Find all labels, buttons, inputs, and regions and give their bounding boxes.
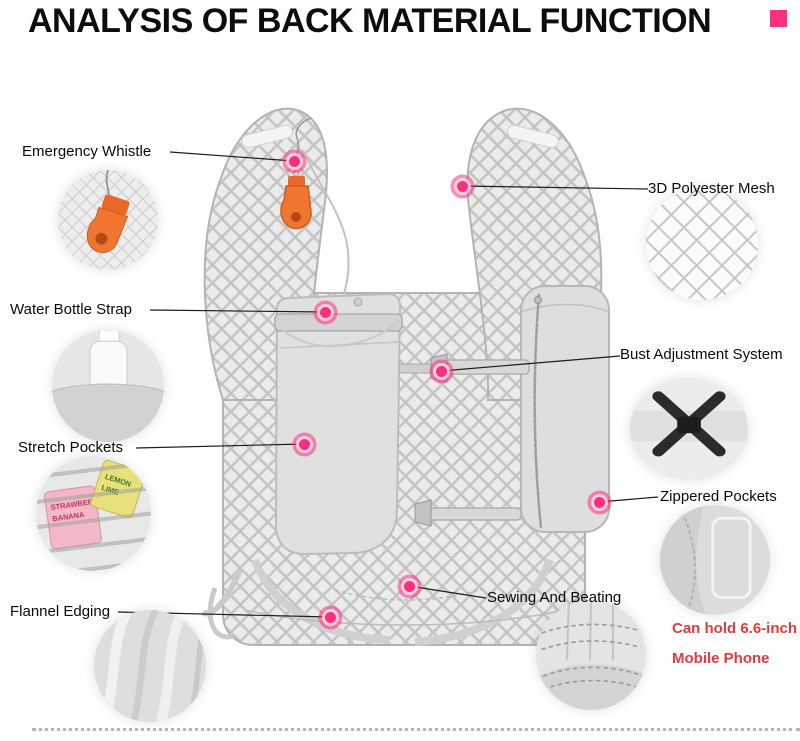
zipper-curve bbox=[680, 511, 697, 611]
bottom-dotted-divider bbox=[32, 728, 800, 731]
label-emergency-whistle: Emergency Whistle bbox=[22, 143, 152, 160]
whistle-icon bbox=[86, 194, 130, 254]
zipper-teeth bbox=[534, 293, 542, 529]
pocket-edge bbox=[52, 383, 164, 442]
accent-square bbox=[770, 10, 787, 27]
sewing-detail-photo bbox=[536, 600, 646, 710]
buckle-detail-photo bbox=[630, 378, 748, 480]
phone-outline-icon bbox=[711, 516, 752, 599]
stretch-pocket bbox=[274, 292, 403, 556]
zipper-pull bbox=[534, 296, 542, 304]
whistle-detail-photo bbox=[58, 170, 158, 270]
feature-dot-zippered-pocket bbox=[593, 496, 605, 508]
stitch-rows bbox=[536, 623, 646, 694]
reflective-strip-right bbox=[506, 124, 559, 149]
bottle-detail-photo bbox=[52, 330, 164, 442]
mesh-texture bbox=[646, 188, 758, 300]
feature-dot-stretch-pocket bbox=[298, 438, 310, 450]
snack-packet-pink: STRAWBERRY BANANA bbox=[43, 485, 104, 550]
mesh-detail-photo bbox=[646, 188, 758, 300]
label-zippered-pockets: Zippered Pockets bbox=[660, 488, 777, 505]
feature-dot-flannel bbox=[324, 611, 336, 623]
mesh-overlay bbox=[36, 460, 151, 571]
feature-dot-mesh bbox=[456, 180, 468, 192]
lower-adjustment-strap bbox=[414, 499, 522, 527]
whistle bbox=[280, 117, 312, 230]
phone-capacity-note-line1: Can hold 6.6-inch bbox=[672, 620, 798, 637]
feature-dot-bottle-strap bbox=[319, 306, 331, 318]
label-bust-adjustment: Bust Adjustment System bbox=[620, 346, 783, 363]
feature-dot-sewing bbox=[403, 580, 415, 592]
water-bottle-strap-band bbox=[274, 313, 403, 332]
reflective-strip-left bbox=[241, 124, 294, 149]
label-water-bottle-strap: Water Bottle Strap bbox=[10, 301, 132, 318]
flannel-detail-photo bbox=[94, 610, 206, 722]
label-sewing-and-beating: Sewing And Beating bbox=[487, 589, 622, 606]
feature-dot-bust-adjustment bbox=[435, 365, 447, 377]
label-flannel-edging: Flannel Edging bbox=[10, 603, 111, 620]
zippered-pocket bbox=[520, 285, 610, 533]
label-stretch-pockets: Stretch Pockets bbox=[18, 439, 124, 456]
label-polyester-mesh: 3D Polyester Mesh bbox=[648, 180, 775, 197]
feature-dot-whistle bbox=[288, 155, 300, 167]
phone-pocket-detail-photo bbox=[660, 505, 770, 615]
snack-pocket-detail-photo: STRAWBERRY BANANA LEMON LIME bbox=[36, 456, 151, 571]
backpack-illustration bbox=[201, 107, 610, 646]
phone-capacity-note-line2: Mobile Phone bbox=[672, 650, 770, 667]
page-title: ANALYSIS OF BACK MATERIAL FUNCTION bbox=[28, 2, 712, 40]
snack-packet-yellow: LEMON LIME bbox=[90, 459, 146, 519]
